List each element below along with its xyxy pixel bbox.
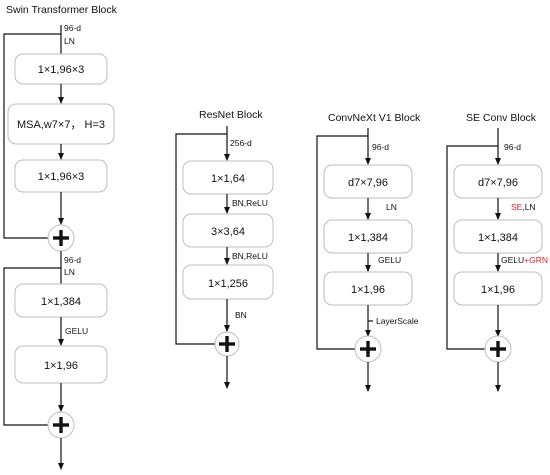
- se-arrowhead-1: [495, 213, 501, 220]
- se-label-2: GELU+GRN: [501, 255, 548, 265]
- se-title: SE Conv Block: [466, 112, 537, 124]
- convnext-label-2: GELU: [378, 255, 401, 265]
- convnext-skip-connection: [316, 135, 368, 350]
- resnet-box-1-label: 1×1,64: [211, 173, 245, 185]
- resnet-arrowhead-2: [224, 258, 230, 265]
- se-box-1-label: d7×7,96: [478, 177, 518, 189]
- se-box-3-label: 1×1,96: [481, 284, 515, 296]
- swin-ln-label-2: LN: [64, 267, 75, 277]
- resnet-block: ResNet Block 256-d 1×1,64 BN,ReLU 3×3,64…: [175, 109, 274, 389]
- se-arrowhead-3: [495, 330, 501, 337]
- swin-ln-label-1: LN: [64, 36, 75, 46]
- swin-arrowhead-2: [58, 153, 64, 160]
- swin-arrowhead-4: [58, 339, 64, 346]
- convnext-arrowhead-1: [365, 213, 371, 220]
- resnet-label-1: BN,ReLU: [232, 198, 268, 208]
- swin-title: Swin Transformer Block: [6, 4, 118, 16]
- resnet-skip-connection: [175, 133, 227, 345]
- convnext-dim-label: 96-d: [372, 142, 389, 152]
- se-conv-block: SE Conv Block 96-d d7×7,96 SE,LN 1×1,384…: [446, 112, 548, 392]
- se-label-2-rest: GELU: [501, 255, 524, 265]
- swin-box-msa-label: MSA,w7×7， H=3: [17, 119, 105, 131]
- swin-box-mlp-1-label: 1×1,384: [41, 296, 81, 308]
- convnext-output-arrowhead: [365, 385, 371, 392]
- resnet-label-3: BN: [235, 310, 247, 320]
- resnet-box-2: [182, 213, 274, 248]
- swin-arrowhead-1: [58, 97, 64, 104]
- convnext-block: ConvNeXt V1 Block 96-d d7×7,96 LN 1×1,38…: [316, 112, 421, 392]
- se-label-1-rest: ,LN: [522, 202, 535, 212]
- resnet-arrowhead-3: [224, 325, 230, 332]
- convnext-input-arrowhead: [365, 158, 371, 165]
- swin-arrowhead-3: [58, 218, 64, 225]
- se-box-2-label: 1×1,384: [478, 232, 518, 244]
- convnext-label-1: LN: [386, 202, 397, 212]
- swin-transformer-block: Swin Transformer Block 96-d LN 1×1,96×3 …: [3, 4, 118, 470]
- resnet-box-1: [182, 160, 274, 195]
- se-arrowhead-2: [495, 265, 501, 272]
- convnext-arrowhead-2: [365, 265, 371, 272]
- resnet-title: ResNet Block: [199, 109, 263, 121]
- swin-dim-label-2: 96-d: [64, 255, 81, 265]
- swin-skip-connection-1: [3, 33, 61, 239]
- resnet-label-2: BN,ReLU: [232, 251, 268, 261]
- swin-output-arrowhead: [58, 463, 64, 470]
- resnet-box-3: [182, 264, 274, 300]
- se-skip-connection: [446, 145, 498, 350]
- swin-arrowhead-5: [58, 405, 64, 412]
- resnet-arrowhead-1: [224, 207, 230, 214]
- convnext-title: ConvNeXt V1 Block: [328, 112, 421, 124]
- se-label-2-highlight: +GRN: [524, 255, 548, 265]
- swin-box-proj-label: 1×1,96×3: [38, 171, 85, 183]
- convnext-arrowhead-3: [365, 330, 371, 337]
- se-label-1-highlight: SE: [511, 202, 523, 212]
- convnext-label-3: LayerScale: [376, 316, 419, 326]
- swin-gelu-label: GELU: [65, 326, 88, 336]
- swin-dim-label-1: 96-d: [64, 23, 81, 33]
- convnext-box-3-label: 1×1,96: [351, 284, 385, 296]
- resnet-box-3-label: 1×1,256: [208, 278, 248, 290]
- resnet-input-arrowhead: [224, 154, 230, 161]
- resnet-output-arrowhead: [224, 382, 230, 389]
- swin-box-mlp-2-label: 1×1,96: [44, 360, 78, 372]
- se-label-1: SE,LN: [511, 202, 536, 212]
- se-output-arrowhead: [495, 385, 501, 392]
- se-dim-label: 96-d: [504, 142, 521, 152]
- swin-skip-connection-2: [3, 267, 61, 426]
- se-input-arrowhead: [495, 158, 501, 165]
- convnext-box-1-label: d7×7,96: [348, 177, 388, 189]
- resnet-box-2-label: 3×3,64: [211, 226, 245, 238]
- convnext-box-2-label: 1×1,384: [348, 232, 388, 244]
- resnet-dim-label: 256-d: [230, 138, 252, 148]
- swin-box-qkv-label: 1×1,96×3: [38, 64, 85, 76]
